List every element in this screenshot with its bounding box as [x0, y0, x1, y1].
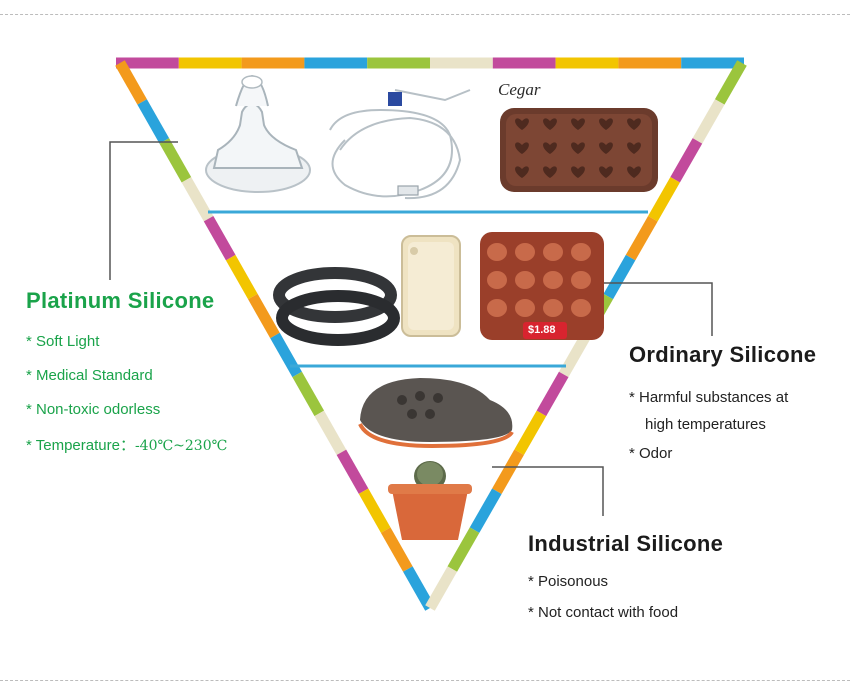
frame-segment: [714, 60, 747, 105]
frame-segment: [625, 215, 658, 261]
animal-mold-image: [480, 232, 604, 340]
frame-segment: [137, 99, 170, 144]
heart-cavity: [599, 118, 613, 130]
silicone-wristbands-image: [273, 267, 400, 346]
slipper-image: [358, 378, 514, 449]
frame-segment: [603, 254, 636, 300]
frame-segment: [270, 332, 302, 378]
frame-segment: [314, 410, 347, 456]
price-tag-bg: [523, 322, 567, 339]
phone-case-image: [401, 235, 461, 337]
frame-segment: [181, 177, 214, 222]
platinum-silicone-block: Platinum Silicone * Soft Light * Medical…: [26, 288, 227, 455]
heart-cavity: [515, 166, 529, 178]
heart-cavity: [599, 166, 613, 178]
frame-segment: [380, 527, 413, 572]
industrial-point-1: * Poisonous: [528, 573, 609, 590]
frame-segment: [336, 449, 369, 494]
frame-segment: [425, 566, 458, 611]
frame-segment: [248, 293, 280, 339]
animal-cavities: [487, 243, 591, 317]
frame-segment: [159, 138, 192, 183]
heart-cavity: [571, 118, 585, 130]
frame-segment: [292, 371, 325, 417]
industrial-point-2: * Not contact with food: [528, 604, 679, 621]
heart-cavity: [571, 166, 585, 178]
top-dotted-rule: [0, 14, 850, 15]
brand-logo: Cegar: [498, 80, 541, 99]
pyramid-frame: [115, 57, 747, 611]
heart-cavities: [515, 118, 641, 178]
baby-nipple-image: [205, 74, 311, 193]
platinum-point-2: * Medical Standard: [26, 367, 153, 384]
ordinary-point-2: * Odor: [629, 445, 673, 462]
animal-cavity: [487, 271, 507, 289]
frame-segment: [203, 215, 236, 261]
frame-segment: [115, 60, 147, 105]
animal-cavity: [571, 243, 591, 261]
heart-cavity: [627, 142, 641, 154]
heart-mold-image: [500, 108, 658, 192]
heart-cavity: [571, 142, 585, 154]
frame-segment: [692, 99, 725, 144]
ordinary-callout-line: [604, 282, 713, 336]
frame-segment: [536, 371, 569, 417]
animal-cavity: [543, 271, 563, 289]
animal-cavity: [515, 271, 535, 289]
frame-segment: [558, 332, 591, 378]
animal-cavity: [543, 243, 563, 261]
industrial-silicone-title: Industrial Silicone: [528, 531, 724, 556]
animal-cavity: [571, 299, 591, 317]
animal-cavity: [487, 299, 507, 317]
platinum-point-temperature: * Temperature：-40℃~230℃: [26, 434, 227, 455]
frame-segment: [403, 566, 435, 611]
frame-segment: [648, 177, 680, 222]
heart-cavity: [599, 142, 613, 154]
platinum-silicone-title: Platinum Silicone: [26, 288, 215, 313]
frame-segment: [492, 449, 524, 494]
platinum-point-3: * Non-toxic odorless: [26, 401, 161, 418]
heart-cavity: [515, 118, 529, 130]
heart-cavity: [543, 118, 557, 130]
animal-cavity: [515, 243, 535, 261]
ordinary-point-1: * Harmful substances at: [629, 389, 789, 406]
industrial-silicone-block: Industrial Silicone * Poisonous * Not co…: [528, 531, 723, 621]
animal-cavity: [515, 299, 535, 317]
frame-segment: [469, 488, 502, 533]
frame-segment: [225, 254, 258, 300]
temperature-label: * Temperature：: [26, 437, 135, 454]
bottom-dotted-rule: [0, 680, 850, 681]
price-tag: $1.88: [528, 324, 556, 336]
animal-cavity: [487, 243, 507, 261]
animal-cavity: [543, 299, 563, 317]
ordinary-point-1-cont: high temperatures: [645, 416, 766, 433]
ordinary-silicone-block: Ordinary Silicone * Harmful substances a…: [629, 342, 816, 462]
frame-segment: [514, 410, 547, 456]
cactus-pot-image: [388, 461, 472, 540]
frame-segment: [358, 488, 391, 533]
heart-cavity: [515, 142, 529, 154]
ordinary-silicone-title: Ordinary Silicone: [629, 342, 817, 367]
animal-cavity: [571, 271, 591, 289]
temperature-value: -40℃~230℃: [134, 438, 228, 454]
frame-segment: [447, 527, 480, 572]
industrial-callout-line: [492, 466, 604, 516]
frame-segment: [670, 138, 703, 183]
iv-tube-image: [329, 89, 471, 200]
platinum-point-1: * Soft Light: [26, 333, 100, 350]
heart-cavity: [627, 166, 641, 178]
heart-cavity: [543, 142, 557, 154]
heart-cavity: [543, 166, 557, 178]
heart-cavity: [627, 118, 641, 130]
platinum-callout-line: [109, 141, 178, 280]
